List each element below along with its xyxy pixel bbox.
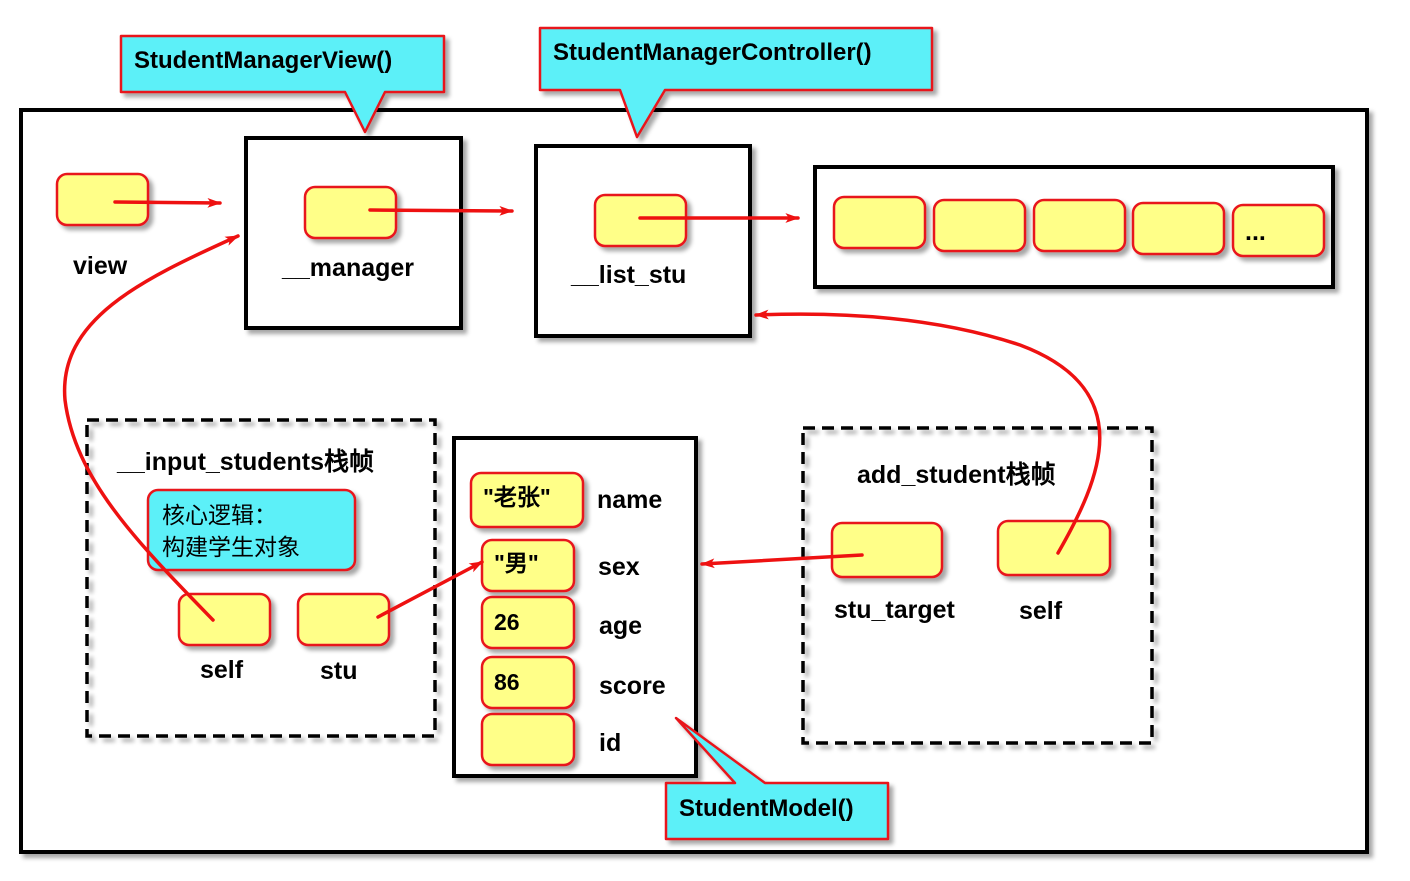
view-label: view — [73, 252, 128, 280]
add-student-frame-label: add_student栈帧 — [857, 461, 1056, 489]
stu-cell — [296, 592, 391, 647]
add-student-frame — [801, 426, 1154, 745]
manager-label: __manager — [281, 254, 414, 282]
list-item-more — [1231, 203, 1326, 258]
student-field-value: "男" — [494, 550, 539, 576]
core-logic-note — [146, 488, 357, 572]
list-stu-label: __list_stu — [570, 261, 686, 289]
stu-target-label: stu_target — [834, 596, 956, 624]
student-field-name: age — [599, 612, 642, 640]
student-field-value: "老张" — [483, 484, 551, 510]
callout-view-label: StudentManagerView() — [134, 47, 392, 74]
student-field-name: score — [599, 672, 666, 700]
student-field-name: id — [599, 729, 621, 757]
student-field-value: 86 — [494, 669, 520, 695]
list-item-3 — [1032, 198, 1127, 253]
self-right-cell — [996, 519, 1112, 577]
student-field-name: sex — [598, 553, 640, 581]
list-stu-cell — [593, 193, 688, 248]
arrow-stu-target-to-model — [700, 553, 864, 569]
manager-cell — [303, 185, 398, 240]
list-item-1 — [832, 195, 927, 250]
view-cell — [55, 172, 150, 227]
self-left-cell — [177, 592, 272, 647]
student-field-cell — [480, 712, 576, 767]
core-logic-line2: 构建学生对象 — [162, 535, 300, 561]
arrow-self-left-to-view-object — [62, 234, 240, 622]
callout-view-class — [119, 34, 446, 134]
arrow-stu-to-model — [376, 560, 484, 619]
student-field-cell — [480, 655, 576, 710]
list-item-2 — [932, 198, 1027, 253]
callout-model-class — [664, 716, 890, 841]
input-students-frame-label: __input_students栈帧 — [116, 448, 374, 476]
stu-label: stu — [320, 657, 358, 685]
callout-controller-class — [538, 26, 934, 139]
self-right-label: self — [1019, 597, 1063, 625]
stu-target-cell — [830, 521, 944, 579]
core-logic-line1: 核心逻辑： — [162, 503, 277, 529]
callout-model-label: StudentModel() — [679, 795, 854, 822]
self-left-label: self — [200, 656, 244, 684]
student-field-cell — [469, 471, 585, 529]
arrow-manager-to-controller — [368, 206, 514, 216]
view-object-box — [244, 136, 463, 330]
student-field-name: name — [597, 486, 662, 514]
callout-controller-label: StudentManagerController() — [553, 39, 872, 66]
student-field-cell — [480, 595, 576, 650]
arrow-view-to-manager — [113, 197, 222, 208]
student-field-value: 26 — [494, 609, 520, 635]
arrow-self-right-to-controller — [754, 309, 1102, 555]
list-item-4 — [1131, 201, 1226, 256]
list-more-label: ... — [1245, 218, 1266, 246]
input-students-frame — [85, 418, 437, 738]
